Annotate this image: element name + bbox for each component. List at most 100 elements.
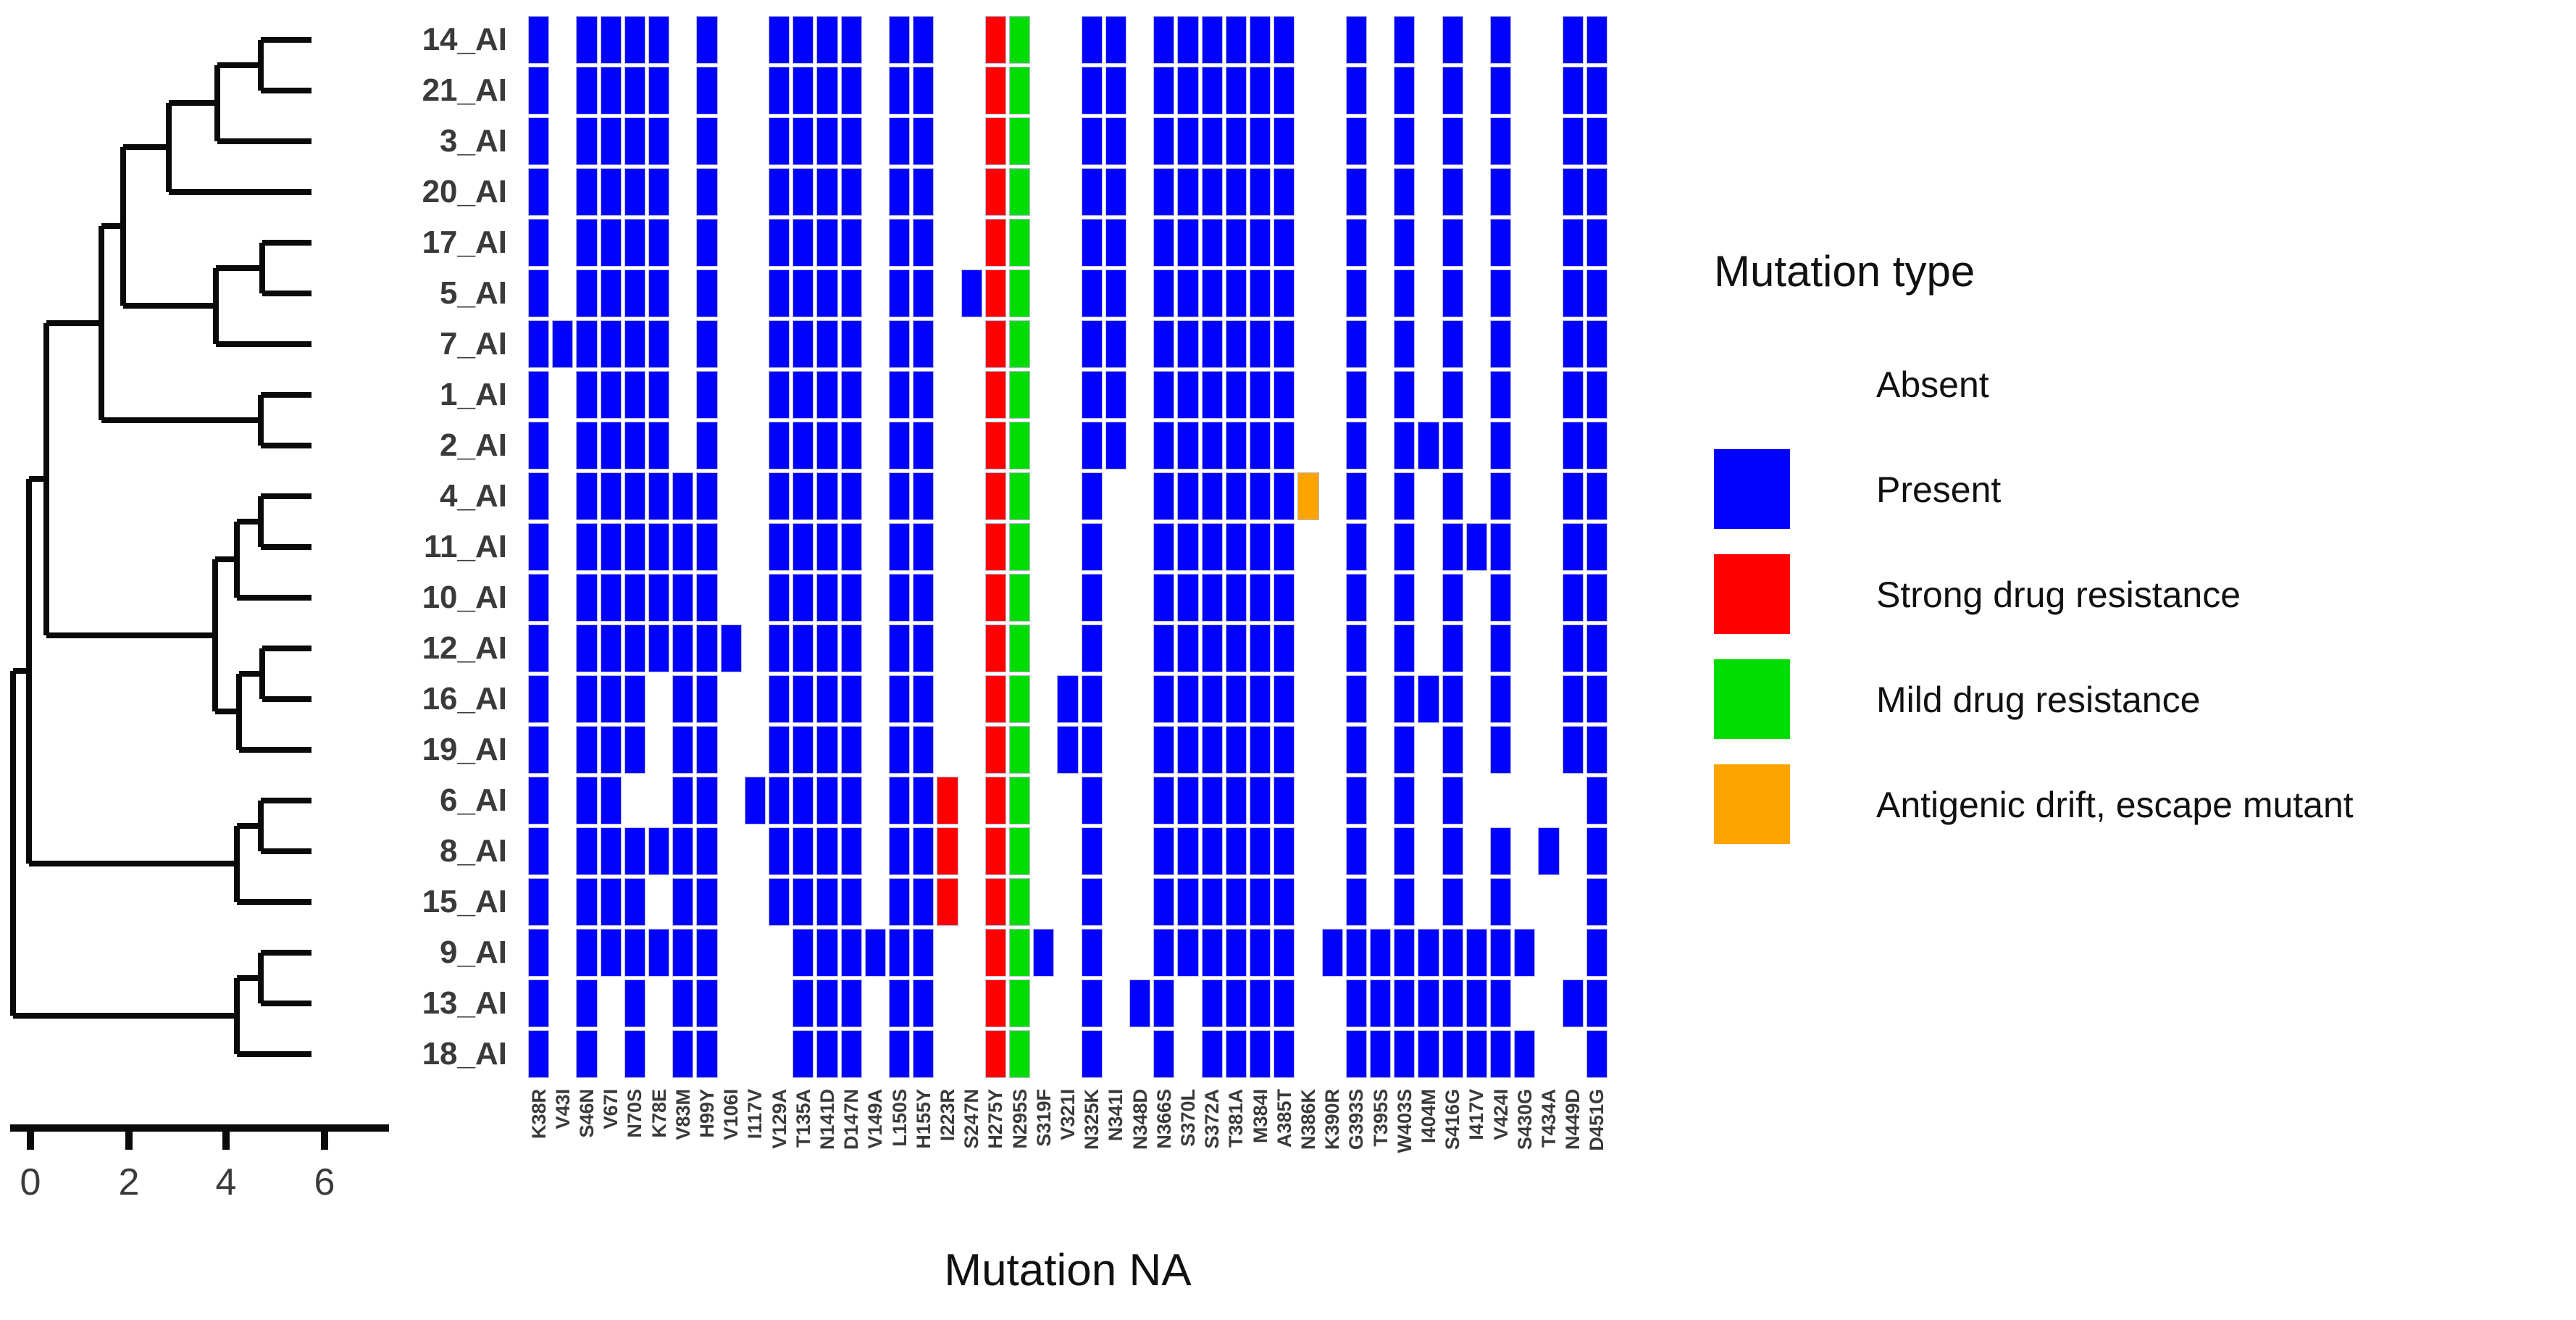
heatmap-cell (672, 777, 694, 824)
heatmap-cell (624, 979, 645, 1027)
heatmap-cell (648, 320, 670, 368)
heatmap-cell (1153, 625, 1175, 672)
heatmap-cell (624, 675, 645, 723)
heatmap-cell (1081, 320, 1103, 368)
heatmap-cell (793, 878, 814, 926)
dendrogram-axis-tick-label: 0 (20, 1161, 41, 1203)
heatmap-cell (793, 979, 814, 1027)
heatmap-cell (1394, 16, 1415, 64)
heatmap-cell (1586, 320, 1607, 368)
column-label: H275Y (984, 1089, 1007, 1149)
heatmap-cell (648, 16, 670, 64)
row-label: 1_AI (440, 377, 507, 412)
heatmap-cell (1105, 422, 1126, 469)
row-label: 18_AI (422, 1036, 507, 1072)
heatmap-cell (528, 523, 550, 571)
heatmap-cell (913, 422, 934, 469)
heatmap-cell (1586, 371, 1607, 419)
heatmap-cell (1465, 979, 1487, 1027)
heatmap-cell (769, 523, 790, 571)
heatmap-cell (1442, 371, 1463, 419)
heatmap-cell (769, 117, 790, 165)
heatmap-cell (1201, 675, 1223, 723)
row-label: 4_AI (440, 478, 507, 514)
heatmap-cell (1514, 929, 1536, 977)
heatmap-cell (528, 625, 550, 672)
heatmap-cell (1394, 1030, 1415, 1078)
heatmap-cell (696, 574, 718, 622)
legend-item-label: Absent (1876, 364, 1989, 405)
heatmap-cell (816, 574, 838, 622)
column-label: N141D (816, 1089, 838, 1150)
heatmap-cell (1442, 827, 1463, 875)
heatmap-cell (1345, 675, 1367, 723)
heatmap-cell (720, 625, 742, 672)
heatmap-cell (1105, 371, 1126, 419)
heatmap-cell (1105, 67, 1126, 114)
heatmap-cell (600, 777, 622, 824)
heatmap-cell (1274, 219, 1295, 267)
heatmap-cell (1586, 168, 1607, 216)
heatmap-cell (1394, 371, 1415, 419)
heatmap-cell (1225, 878, 1247, 926)
heatmap-cell (1153, 270, 1175, 317)
row-label: 8_AI (440, 833, 507, 869)
heatmap-cell (1442, 574, 1463, 622)
heatmap-cell (696, 929, 718, 977)
heatmap-cell (1274, 422, 1295, 469)
heatmap-cell (1009, 979, 1031, 1027)
legend-swatch (1714, 554, 1790, 634)
legend-swatch (1714, 659, 1790, 739)
heatmap-cell (984, 472, 1006, 520)
heatmap-cell (576, 320, 598, 368)
heatmap-cell (648, 270, 670, 317)
heatmap-cell (1009, 675, 1031, 723)
heatmap-cell (913, 16, 934, 64)
heatmap-cell (816, 726, 838, 774)
heatmap-cell (1081, 827, 1103, 875)
legend-title: Mutation type (1714, 247, 1975, 296)
row-label: 6_AI (440, 782, 507, 818)
heatmap-cell (1394, 726, 1415, 774)
column-label: T434A (1538, 1089, 1560, 1148)
heatmap-cell (576, 574, 598, 622)
heatmap-cell (1201, 878, 1223, 926)
heatmap-cell (1153, 827, 1175, 875)
heatmap-cell (1586, 219, 1607, 267)
heatmap-cell (1177, 726, 1199, 774)
heatmap-cell (1009, 168, 1031, 216)
heatmap-cell (1394, 777, 1415, 824)
heatmap-cell (1105, 320, 1126, 368)
heatmap-cell (1225, 371, 1247, 419)
heatmap-cell (1345, 219, 1367, 267)
heatmap-cell (1442, 16, 1463, 64)
heatmap-cell (1442, 777, 1463, 824)
heatmap-cell (769, 574, 790, 622)
heatmap-cell (1442, 675, 1463, 723)
heatmap-cell (816, 777, 838, 824)
column-label: D147N (840, 1089, 863, 1150)
heatmap-cell (528, 117, 550, 165)
heatmap-cell (624, 270, 645, 317)
heatmap-cell (769, 675, 790, 723)
heatmap-cell (1274, 270, 1295, 317)
heatmap-cell (1250, 371, 1271, 419)
heatmap-cell (793, 1030, 814, 1078)
heatmap-cell (769, 168, 790, 216)
heatmap-cell (1250, 168, 1271, 216)
heatmap-cell (744, 777, 766, 824)
heatmap-cell (1225, 67, 1247, 114)
heatmap-cell (1274, 878, 1295, 926)
heatmap-cell (600, 422, 622, 469)
heatmap-cell (1394, 219, 1415, 267)
heatmap-cell (1562, 219, 1584, 267)
heatmap-cell (889, 929, 911, 977)
heatmap-cell (937, 827, 958, 875)
heatmap-cell (1442, 117, 1463, 165)
heatmap-cell (1586, 827, 1607, 875)
heatmap-cell (816, 1030, 838, 1078)
heatmap-cell (1490, 117, 1512, 165)
heatmap-cell (1274, 979, 1295, 1027)
column-label: S370L (1177, 1089, 1199, 1147)
